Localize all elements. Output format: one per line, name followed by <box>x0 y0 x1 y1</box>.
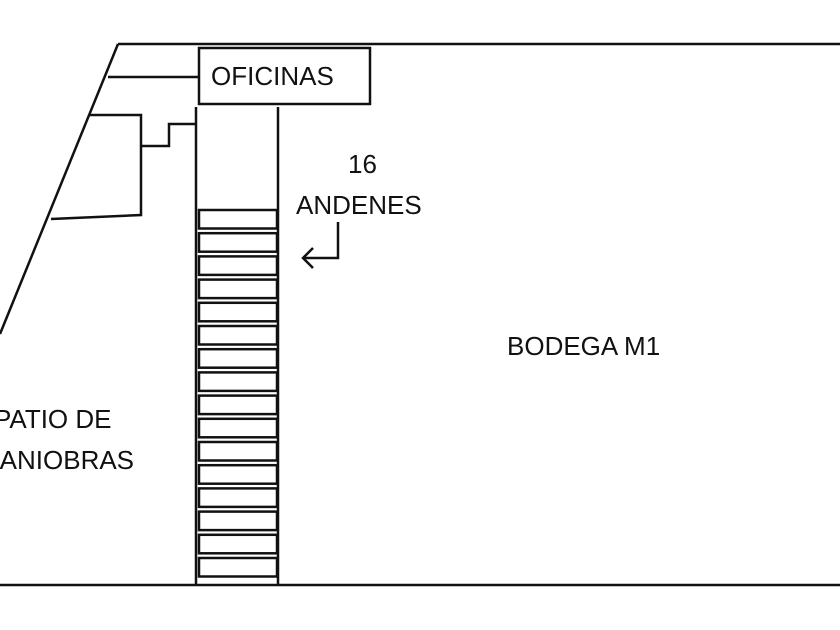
dock-bay <box>197 417 279 439</box>
dock-bay <box>197 487 279 509</box>
diagonal-wall <box>0 43 120 335</box>
offices-label: OFICINAS <box>211 61 334 91</box>
dock-bay <box>197 255 279 277</box>
dock-bay <box>197 208 279 230</box>
dock-bay <box>197 231 279 253</box>
annex-outline <box>50 113 143 221</box>
annex-step <box>141 122 196 148</box>
warehouse-label: BODEGA M1 <box>507 331 661 361</box>
dock-bay <box>197 301 279 323</box>
arrow-icon <box>303 222 340 260</box>
docks-label: ANDENES <box>296 190 422 220</box>
dock-bay <box>197 278 279 300</box>
dock-bay <box>197 533 279 555</box>
arrow-head <box>301 247 314 269</box>
yard-label-line2: MANIOBRAS <box>0 445 135 475</box>
dock-bay <box>197 371 279 393</box>
dock-bay <box>197 556 279 578</box>
dock-bay <box>197 324 279 346</box>
dock-bay <box>197 440 279 462</box>
offices-box <box>197 46 372 106</box>
dock-count-label: 16 <box>348 149 377 179</box>
dock-bay <box>197 347 279 369</box>
yard-label-line1: PATIO DE <box>0 404 112 434</box>
dock-bay <box>197 463 279 485</box>
dock-bay <box>197 394 279 416</box>
dock-bay <box>197 510 279 532</box>
